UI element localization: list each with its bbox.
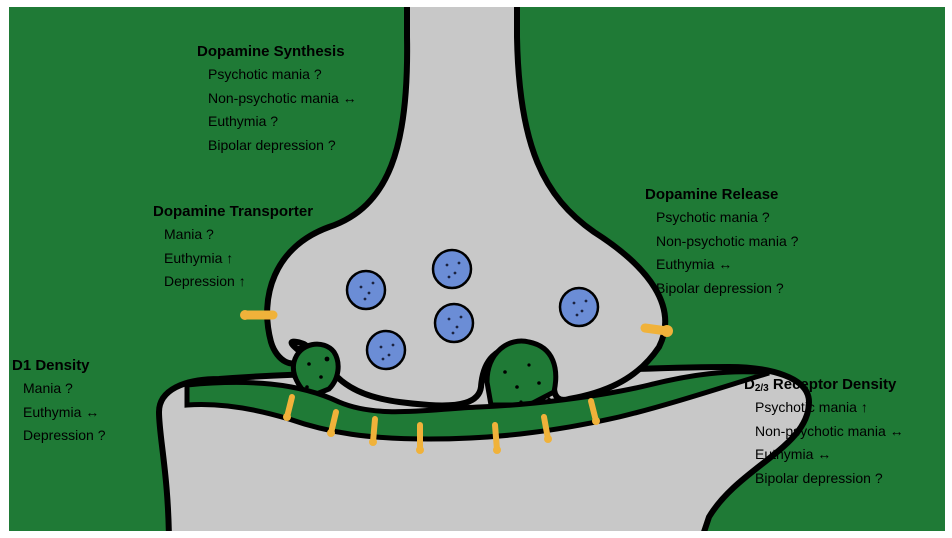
vesicle	[560, 288, 598, 326]
d1-title: D1 Density	[12, 355, 106, 377]
release-item: Euthymia ↔	[645, 253, 798, 277]
d23-item: Euthymia ↔	[744, 443, 904, 467]
transporter-item: Depression ↑	[153, 270, 313, 294]
synthesis-item: Psychotic mania ?	[197, 63, 357, 87]
d23-title: D2/3 Receptor Density	[744, 374, 904, 396]
vesicle	[347, 271, 385, 309]
d23-item: Non-psychotic mania ↔	[744, 420, 904, 444]
d1-item: Euthymia ↔	[12, 401, 106, 425]
release-item: Non-psychotic mania ?	[645, 230, 798, 254]
transporter-item: Euthymia ↑	[153, 247, 313, 271]
transporter-title: Dopamine Transporter	[153, 201, 313, 223]
release-item: Bipolar depression ?	[645, 277, 798, 301]
d23-item: Bipolar depression ?	[744, 467, 904, 491]
transporter-item: Mania ?	[153, 223, 313, 247]
synthesis-item: Non-psychotic mania ↔	[197, 87, 357, 111]
release-label-group: Dopamine Release Psychotic mania ? Non-p…	[645, 184, 798, 300]
d1-label-group: D1 Density Mania ? Euthymia ↔ Depression…	[12, 355, 106, 448]
cleft-bump-right	[487, 341, 556, 405]
synthesis-label-group: Dopamine Synthesis Psychotic mania ? Non…	[197, 41, 357, 157]
d23-item: Psychotic mania ↑	[744, 396, 904, 420]
synthesis-title: Dopamine Synthesis	[197, 41, 357, 63]
release-item: Psychotic mania ?	[645, 206, 798, 230]
diagram-panel: Dopamine Synthesis Psychotic mania ? Non…	[9, 7, 945, 531]
synthesis-item: Euthymia ?	[197, 110, 357, 134]
transporter-label-group: Dopamine Transporter Mania ? Euthymia ↑ …	[153, 201, 313, 294]
release-title: Dopamine Release	[645, 184, 798, 206]
vesicle	[367, 331, 405, 369]
vesicle	[435, 304, 473, 342]
synthesis-item: Bipolar depression ?	[197, 134, 357, 158]
d1-item: Depression ?	[12, 424, 106, 448]
vesicle	[433, 250, 471, 288]
d1-item: Mania ?	[12, 377, 106, 401]
d23-label-group: D2/3 Receptor Density Psychotic mania ↑ …	[744, 374, 904, 490]
